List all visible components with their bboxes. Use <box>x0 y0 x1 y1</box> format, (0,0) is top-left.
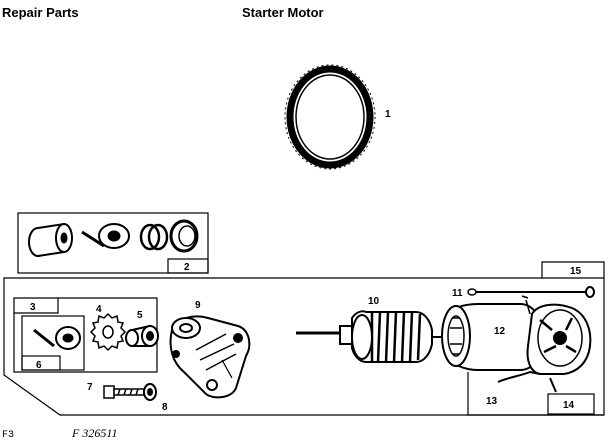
page-code: F3 <box>2 430 14 440</box>
part-12-housing <box>441 303 544 371</box>
callout-10: 10 <box>368 296 380 307</box>
kit-2-box <box>17 212 209 274</box>
callout-3: 3 <box>30 302 36 313</box>
part-7-bolt <box>103 385 145 399</box>
section-title: Repair Parts <box>2 5 79 20</box>
part-10-armature <box>296 310 446 363</box>
callout-2: 2 <box>184 262 190 273</box>
part-4-pinion-gear <box>89 312 127 352</box>
callout-14: 14 <box>563 400 575 411</box>
kit-2-parts <box>28 219 199 257</box>
callout-8: 8 <box>162 402 168 413</box>
callout-13: 13 <box>486 396 498 407</box>
part-5-clutch-hub <box>125 324 159 347</box>
callout-12: 12 <box>494 326 506 337</box>
part-1-ring <box>284 64 376 170</box>
figure-number: F 326511 <box>71 426 117 440</box>
part-6-pin-and-cap <box>33 326 81 350</box>
part-14-end-cap <box>497 295 592 393</box>
assembly-15-outline <box>3 261 605 416</box>
callout-4: 4 <box>96 304 102 315</box>
callout-11: 11 <box>452 288 463 299</box>
callout-5: 5 <box>137 310 143 321</box>
part-9-drive-end-cap <box>169 315 251 399</box>
drive-3-box <box>13 297 158 373</box>
callout-9: 9 <box>195 300 201 311</box>
page-title: Starter Motor <box>242 5 324 20</box>
part-11-through-bolt <box>467 286 595 298</box>
callout-7: 7 <box>87 382 93 393</box>
callout-6: 6 <box>36 360 42 371</box>
assembly-13-box <box>467 372 604 416</box>
callout-15: 15 <box>570 266 582 277</box>
callout-1: 1 <box>385 109 391 120</box>
part-8-nut <box>143 383 157 401</box>
